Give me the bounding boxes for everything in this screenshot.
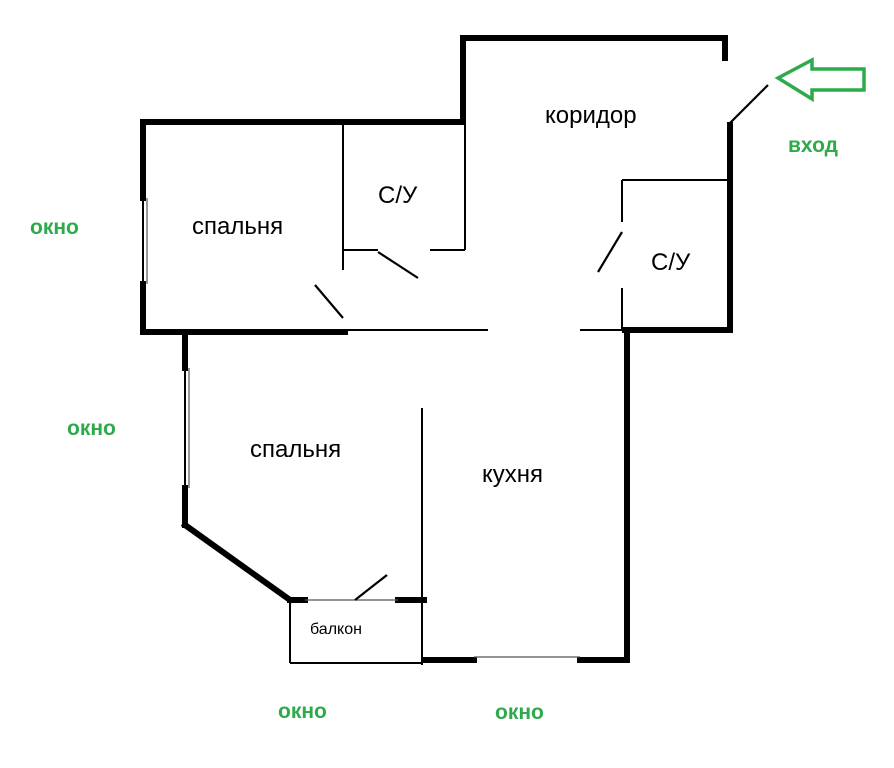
room-label-balcony: балкон (310, 621, 362, 638)
interior-walls (142, 125, 730, 665)
bathroom-1-door (377, 251, 419, 279)
room-label-bedroom-2: спальня (250, 436, 341, 463)
room-label-kitchen: кухня (482, 461, 543, 488)
window-label-1: окно (30, 216, 79, 239)
room-label-bathroom-2: С/У (651, 249, 691, 276)
window-label-2: окно (67, 417, 116, 440)
bathroom-2-door (597, 231, 623, 273)
entrance-arrow-icon (774, 57, 866, 103)
bedroom-1-door (314, 284, 344, 319)
window-label-4: окно (495, 701, 544, 724)
doors (314, 84, 769, 601)
outer-walls (140, 35, 733, 663)
window-label-3: окно (278, 700, 327, 723)
room-label-bedroom-1: спальня (192, 213, 283, 240)
window-lines (146, 198, 580, 658)
entrance-door (727, 84, 769, 126)
room-label-corridor: коридор (545, 102, 637, 129)
entrance-label: вход (788, 134, 838, 157)
room-label-bathroom-1: С/У (378, 182, 418, 209)
balcony-door (354, 574, 388, 601)
